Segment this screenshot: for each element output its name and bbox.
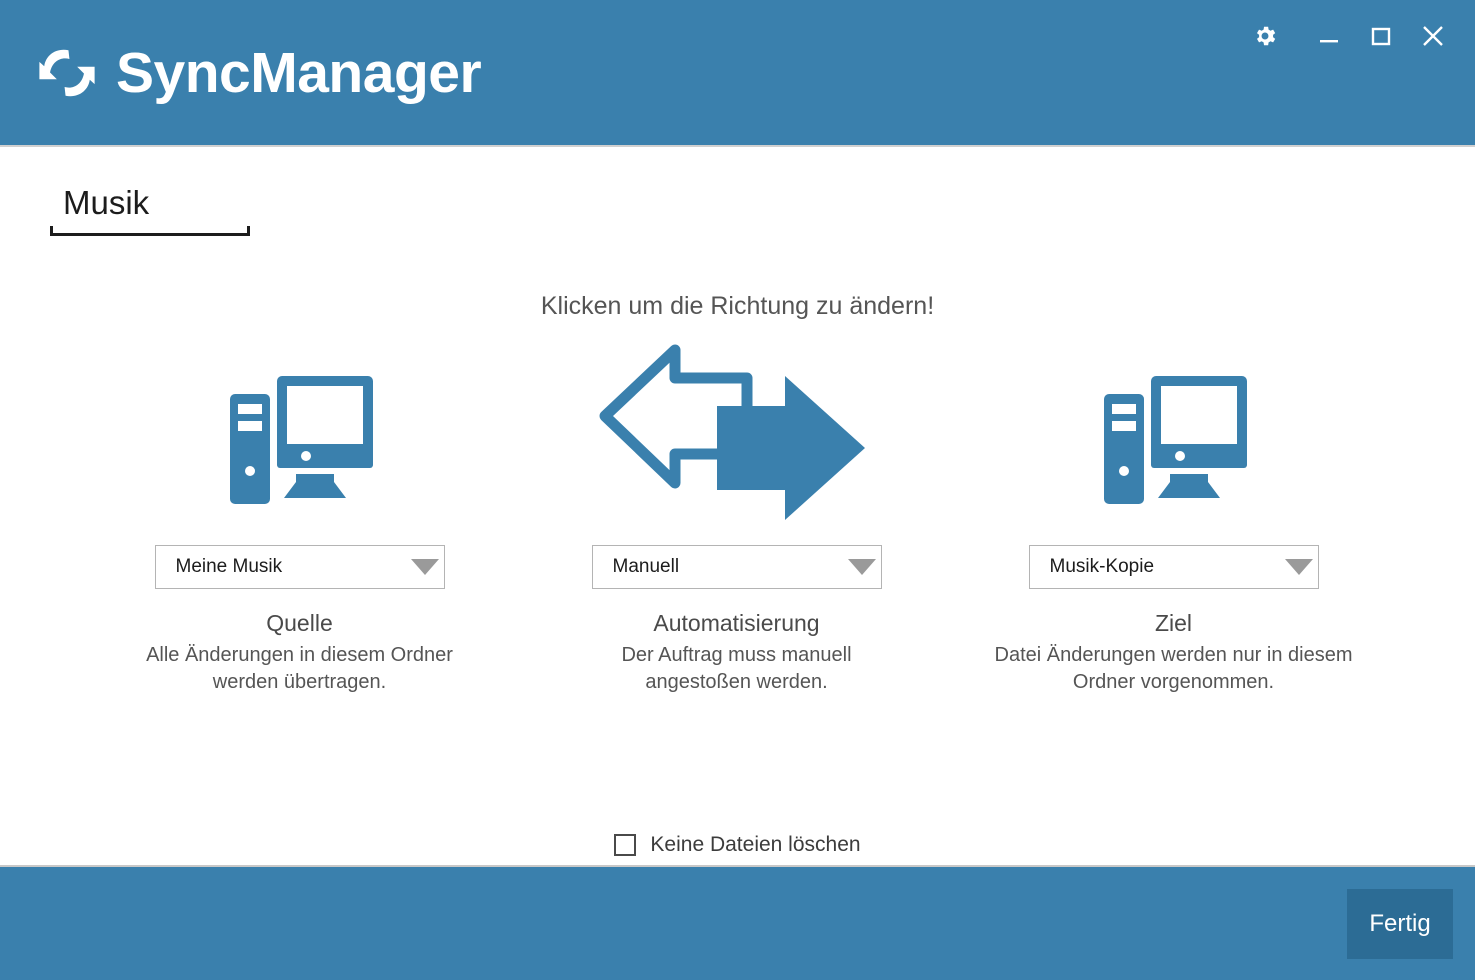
source-caption-title: Quelle: [266, 610, 333, 636]
automation-caption-text: Der Auftrag muss manuell angestoßen werd…: [621, 644, 852, 694]
maximize-icon[interactable]: [1357, 14, 1405, 58]
source-folder-value: Meine Musik: [175, 556, 283, 577]
footer-bar: Fertig: [0, 865, 1475, 980]
direction-hint-text: Klicken um die Richtung zu ändern!: [540, 292, 935, 320]
sync-arrows-icon: [36, 42, 98, 104]
column-source: Meine Musik Quelle Alle Änderungen in di…: [81, 330, 518, 696]
source-caption-text: Alle Änderungen in diesem Ordner werden …: [146, 644, 453, 694]
target-folder-value: Musik-Kopie: [1049, 556, 1155, 577]
target-caption-title: Ziel: [1154, 610, 1193, 636]
column-target: Musik-Kopie Ziel Datei Änderungen werden…: [955, 330, 1392, 696]
computer-icon: [1103, 375, 1247, 504]
computer-icon: [229, 375, 373, 504]
target-caption-text: Datei Änderungen werden nur in diesem Or…: [994, 644, 1353, 694]
automation-dropdown[interactable]: Manuell: [591, 545, 882, 589]
target-icon-area: [1098, 330, 1250, 545]
title-bar: SyncManager: [0, 0, 1475, 147]
chevron-down-icon: [843, 545, 881, 589]
sync-columns: Meine Musik Quelle Alle Änderungen in di…: [0, 330, 1475, 696]
job-title-underline: [50, 226, 250, 236]
close-icon[interactable]: [1409, 14, 1457, 58]
no-delete-label[interactable]: Keine Dateien löschen: [650, 833, 861, 856]
direction-icon-area[interactable]: [597, 330, 877, 545]
job-title-field[interactable]: [50, 182, 250, 236]
gear-icon[interactable]: [1241, 14, 1289, 58]
source-folder-dropdown[interactable]: Meine Musik: [154, 545, 445, 589]
window-controls: [1241, 14, 1457, 58]
chevron-down-icon: [1280, 545, 1318, 589]
automation-value: Manuell: [612, 556, 680, 577]
minimize-icon[interactable]: [1305, 14, 1353, 58]
column-automation: Manuell Automatisierung Der Auftrag muss…: [518, 330, 955, 696]
no-delete-option-row: Keine Dateien löschen: [0, 833, 1475, 857]
source-icon-area: [224, 330, 376, 545]
app-brand: SyncManager: [36, 40, 482, 105]
chevron-down-icon: [406, 545, 444, 589]
app-title: SyncManager: [116, 40, 482, 105]
bidirectional-arrows-icon: [599, 344, 865, 520]
no-delete-checkbox[interactable]: [614, 834, 637, 856]
target-folder-dropdown[interactable]: Musik-Kopie: [1028, 545, 1319, 589]
done-button[interactable]: Fertig: [1347, 889, 1453, 959]
job-title-input[interactable]: [50, 182, 240, 224]
automation-caption-title: Automatisierung: [653, 610, 820, 636]
